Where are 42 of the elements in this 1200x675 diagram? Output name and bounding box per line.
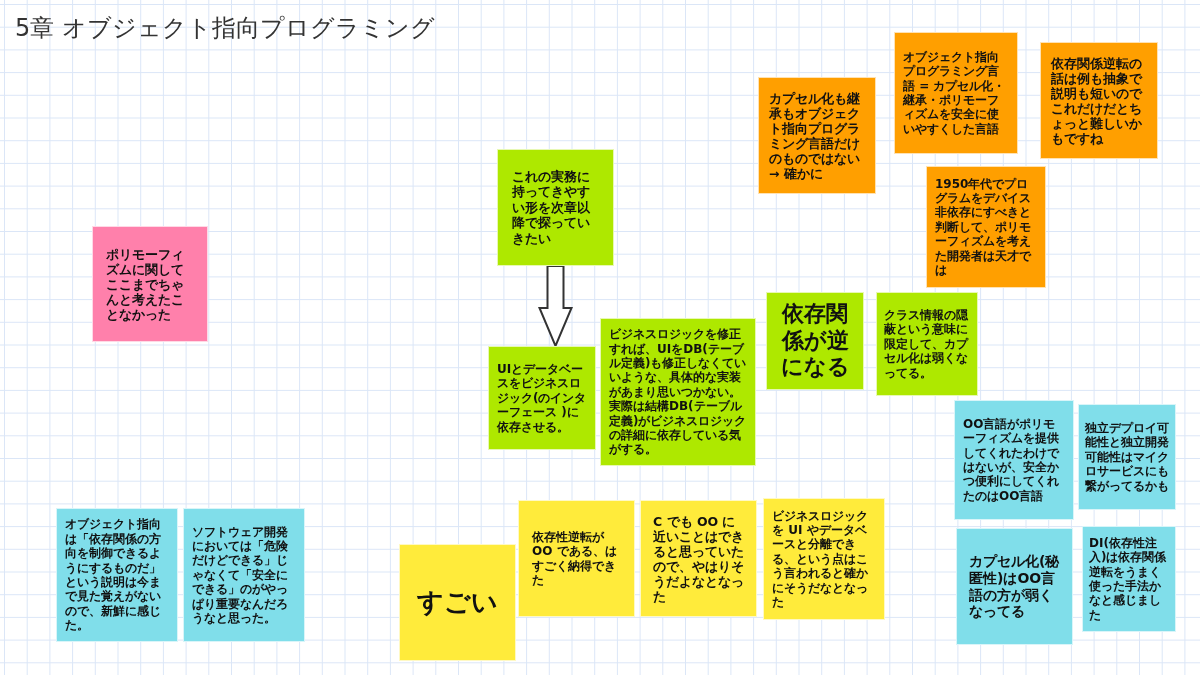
sticky-note <box>894 32 1018 154</box>
sticky-note <box>1082 526 1176 632</box>
note-text: これの実務に持ってきやすい形を次章以降で探っていきたい <box>512 168 591 247</box>
sticky-note <box>956 528 1073 645</box>
sticky-note <box>926 166 1046 288</box>
note-text: 依存関係逆転の話は例も抽象で説明も短いのでこれだけだとちょっと難しいかもですね <box>1051 55 1144 146</box>
note-text: 1950年代でプログラムをデバイス非依存にすべきと判断して、ポリモーフィズムを考えた開発者は天才では <box>935 176 1033 278</box>
sticky-note <box>1040 42 1158 159</box>
sticky-note <box>92 226 208 342</box>
sticky-note <box>758 77 876 194</box>
note-text: 依存性逆転が OO である、はすごく納得できた <box>532 529 618 588</box>
sticky-note <box>876 292 978 396</box>
sticky-note <box>954 400 1074 520</box>
note-text: クラス情報の隠蔽という意味に限定して、カプセル化は弱くなってる。 <box>884 308 970 380</box>
sticky-note <box>766 292 864 390</box>
note-text: カプセル化も継承もオブジェクト指向プログラミング言語だけのものではない → 確かに <box>769 90 861 181</box>
note-text: OO言語がポリモーフィズムを提供してくれたわけではないが、安全かつ便利にしてくれたのはOO言語 <box>963 416 1061 504</box>
note-text: ビジネスロジックを修正すれば、UIをDB(テーブル定義)も修正しなくていいような、具体的な実装があまり思いつかない。実際は結構DB(テーブル定義)がビジネスロジックの詳細に依存している気がする。 <box>609 327 747 457</box>
note-text: オブジェクト指向プログラミング言語 = カプセル化・継承・ポリモーフィズムを安全に使いやすくした言語 <box>903 49 1007 137</box>
sticky-note <box>1078 404 1176 510</box>
note-text: 依存関係が逆になる <box>779 301 851 381</box>
sticky-note <box>640 500 757 617</box>
sticky-note <box>183 508 305 642</box>
note-text: ビジネスロジックを UI やデータベースと分離できる、という点はこう言われると確かにそうだなとなった <box>772 508 869 610</box>
sticky-note <box>497 149 614 266</box>
sticky-note <box>763 498 885 620</box>
note-text: 独立デプロイ可能性と独立開発可能性はマイクロサービスにも繋がってるかも <box>1085 421 1169 493</box>
sticky-note <box>399 544 516 661</box>
sticky-note <box>518 500 635 617</box>
note-text: ソフトウェア開発においては「危険だけどできる」じゃなくて「安全にできる」のがやっぱり重要なんだろうなと思った。 <box>192 524 289 626</box>
sticky-note <box>56 508 178 642</box>
block-arrow <box>538 265 573 349</box>
note-text: カプセル化(秘匿性)はOO言語の方が弱くなってる <box>969 552 1060 621</box>
note-text: ポリモーフィズムに関してここまでちゃんと考えたことなかった <box>106 246 185 322</box>
sticky-note <box>600 318 756 466</box>
page-title: 5章 オブジェクト指向プログラミング <box>15 14 435 43</box>
note-text: すごい <box>416 586 499 619</box>
note-text: オブジェクト指向は「依存関係の方向を制御できるようにするものだ」という説明は今まで見た覚えがないので、新鮮に感じた。 <box>65 517 162 633</box>
sticky-note <box>488 346 596 450</box>
note-text: C でも OO に近いことはできると思っていたので、やはりそうだよなとなった <box>653 513 744 604</box>
note-text: UIとデータベースをビジネスロジック(のインターフェース )に依存させる。 <box>497 362 587 434</box>
note-text: DI(依存性注入)は依存関係逆転をうまく使った手法かなと感じました <box>1089 535 1168 623</box>
